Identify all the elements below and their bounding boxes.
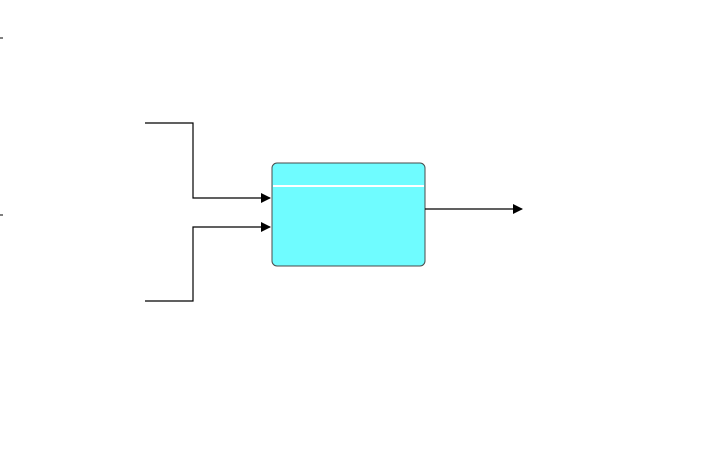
- input-connector-lower: [145, 222, 271, 302]
- process-block-body: [271, 162, 426, 267]
- input-connector-upper: [145, 122, 271, 203]
- process-block[interactable]: [271, 162, 426, 267]
